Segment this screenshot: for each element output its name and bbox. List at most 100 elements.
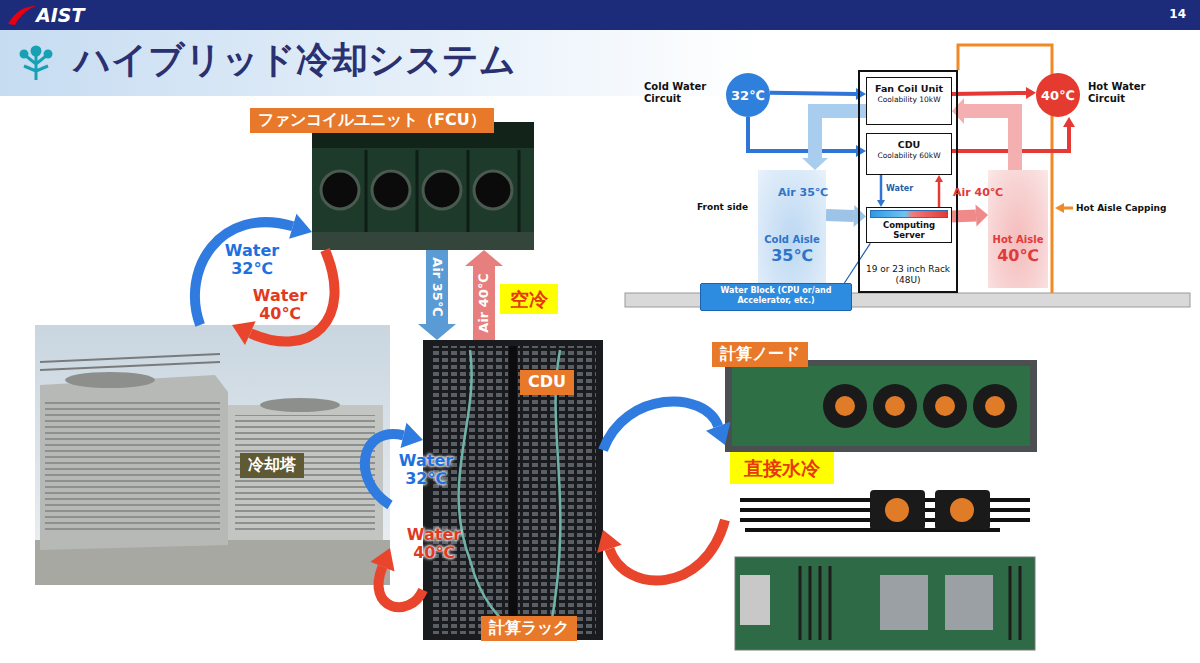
rack-label: 19 or 23 inch Rack (48U) bbox=[863, 264, 953, 286]
fcu-base bbox=[312, 232, 534, 250]
water-loop-arrow bbox=[609, 520, 725, 580]
tower-fan bbox=[260, 398, 340, 412]
unit-name: Fan Coil Unit bbox=[869, 83, 949, 95]
unit-name: Computing Server bbox=[869, 220, 949, 240]
rack-body bbox=[423, 340, 603, 640]
unit-name: CDU bbox=[869, 139, 949, 151]
cdu-box: CDUCoolability 60kW bbox=[866, 133, 952, 175]
slide-title: ハイブリッド冷却システム bbox=[74, 38, 516, 81]
air-flow-arrow bbox=[964, 111, 1015, 170]
water-loop-arrow bbox=[603, 401, 718, 450]
logo-text: AIST bbox=[36, 4, 84, 26]
memory-slot bbox=[800, 566, 1020, 640]
water-cooling-tag: 直接水冷 bbox=[730, 452, 834, 484]
icon-dot bbox=[45, 51, 51, 57]
air-flow-arrow bbox=[826, 215, 854, 216]
fcu-fan bbox=[474, 171, 512, 209]
railing bbox=[40, 354, 220, 370]
side-note: Front side bbox=[697, 202, 748, 212]
water-pipe bbox=[770, 93, 856, 94]
logo-swoosh bbox=[8, 6, 36, 25]
cold-plate bbox=[973, 384, 1017, 428]
node-board bbox=[735, 557, 1035, 650]
cold-plate bbox=[873, 384, 917, 428]
board-connector bbox=[740, 575, 770, 625]
air-cooling-tag: 空冷 bbox=[500, 284, 558, 314]
water-pipe bbox=[748, 117, 856, 151]
node-tray bbox=[725, 360, 1037, 452]
rack-photo-art bbox=[423, 340, 603, 640]
compute-node-photo: 計算ノード直接水冷 bbox=[725, 360, 1037, 652]
photo-label: 冷却塔 bbox=[240, 453, 304, 478]
computing-server-box: Computing Server bbox=[866, 207, 952, 243]
circuit-label: Hot Water Circuit bbox=[1088, 81, 1162, 104]
edge-label: Air 40℃ bbox=[953, 186, 1003, 199]
air-flow-arrow bbox=[426, 250, 448, 324]
compute-node-art bbox=[725, 360, 1037, 650]
cold-water-circuit: Cold Water Circuit32℃ bbox=[726, 73, 770, 117]
schematic-art bbox=[625, 45, 1190, 307]
flow-note: Water bbox=[886, 184, 913, 193]
water-block-bar bbox=[870, 210, 948, 218]
circuit-label: Cold Water Circuit bbox=[644, 81, 718, 104]
water-block-callout: Water Block (CPU or/and Accelerator, etc… bbox=[700, 283, 852, 311]
tower-louver bbox=[45, 400, 220, 530]
air-flow-arrow bbox=[473, 266, 495, 340]
compute-rack-photo: CDU 計算ラック bbox=[423, 340, 603, 640]
temperature: 35℃ bbox=[758, 246, 826, 267]
callout-text: Water Block (CPU or/and Accelerator, etc… bbox=[704, 286, 848, 305]
fcu-photo: ファンコイルユニット（FCU） bbox=[312, 122, 534, 250]
capping-note: Hot Aisle Capping bbox=[1076, 203, 1166, 213]
water-pipe bbox=[880, 175, 883, 200]
capacity: Coolability 10kW bbox=[869, 95, 949, 105]
temperature: 40℃ bbox=[1041, 88, 1075, 103]
rack-rail bbox=[509, 346, 517, 634]
capacity: Coolability 60kW bbox=[869, 151, 949, 161]
photo-label: ファンコイルユニット（FCU） bbox=[250, 108, 494, 133]
fcu-fan bbox=[321, 171, 359, 209]
photo-label: 計算ノード bbox=[712, 342, 808, 367]
title-icon bbox=[21, 47, 51, 80]
edge-label: Water 40℃ bbox=[250, 287, 310, 322]
cold-plate-cap bbox=[950, 498, 974, 522]
fcu-fan bbox=[372, 171, 410, 209]
header-bar bbox=[0, 0, 1200, 30]
page-number: 14 bbox=[1169, 7, 1186, 21]
cold-plate bbox=[823, 384, 867, 428]
fcu-body bbox=[312, 122, 534, 250]
fcu-photo-art bbox=[312, 122, 534, 250]
tower-louver bbox=[235, 415, 375, 530]
tower-unit bbox=[228, 405, 383, 540]
cold-plate-cap bbox=[835, 396, 855, 416]
icon-dot bbox=[21, 51, 27, 57]
rack-ports bbox=[430, 346, 508, 634]
photo-label: 計算ラック bbox=[481, 616, 577, 641]
edge-label: Air 35℃ bbox=[429, 254, 446, 319]
rack-cable bbox=[459, 350, 520, 636]
icon-branch bbox=[24, 56, 48, 80]
cold-plate-cap bbox=[885, 498, 909, 522]
aisle-name: Cold Aisle bbox=[758, 234, 826, 246]
edge-label: Water 32℃ bbox=[396, 452, 456, 487]
photo-label: CDU bbox=[520, 370, 574, 395]
sky bbox=[35, 325, 390, 585]
cpu-socket bbox=[880, 575, 928, 630]
cold-plate bbox=[935, 490, 990, 530]
water-loop-arrow bbox=[379, 567, 423, 608]
hot-water-circuit: 40℃Hot Water Circuit bbox=[1036, 73, 1080, 117]
cold-plate-cap bbox=[885, 396, 905, 416]
edge-label: Water 40℃ bbox=[404, 526, 464, 561]
water-pipe bbox=[938, 182, 941, 207]
tower-fan bbox=[65, 372, 155, 388]
capping-pointer-head bbox=[1055, 203, 1064, 213]
tag-text: 直接水冷 bbox=[744, 457, 820, 480]
water-loop-arrow bbox=[365, 434, 404, 505]
cold-plate bbox=[923, 384, 967, 428]
edge-label: Air 35℃ bbox=[778, 186, 828, 199]
fan-coil-unit-box: Fan Coil UnitCoolability 10kW bbox=[866, 77, 952, 125]
tag-text: 空冷 bbox=[510, 288, 548, 311]
cooling-tower-art bbox=[35, 325, 390, 585]
cold-plate-cap bbox=[985, 396, 1005, 416]
